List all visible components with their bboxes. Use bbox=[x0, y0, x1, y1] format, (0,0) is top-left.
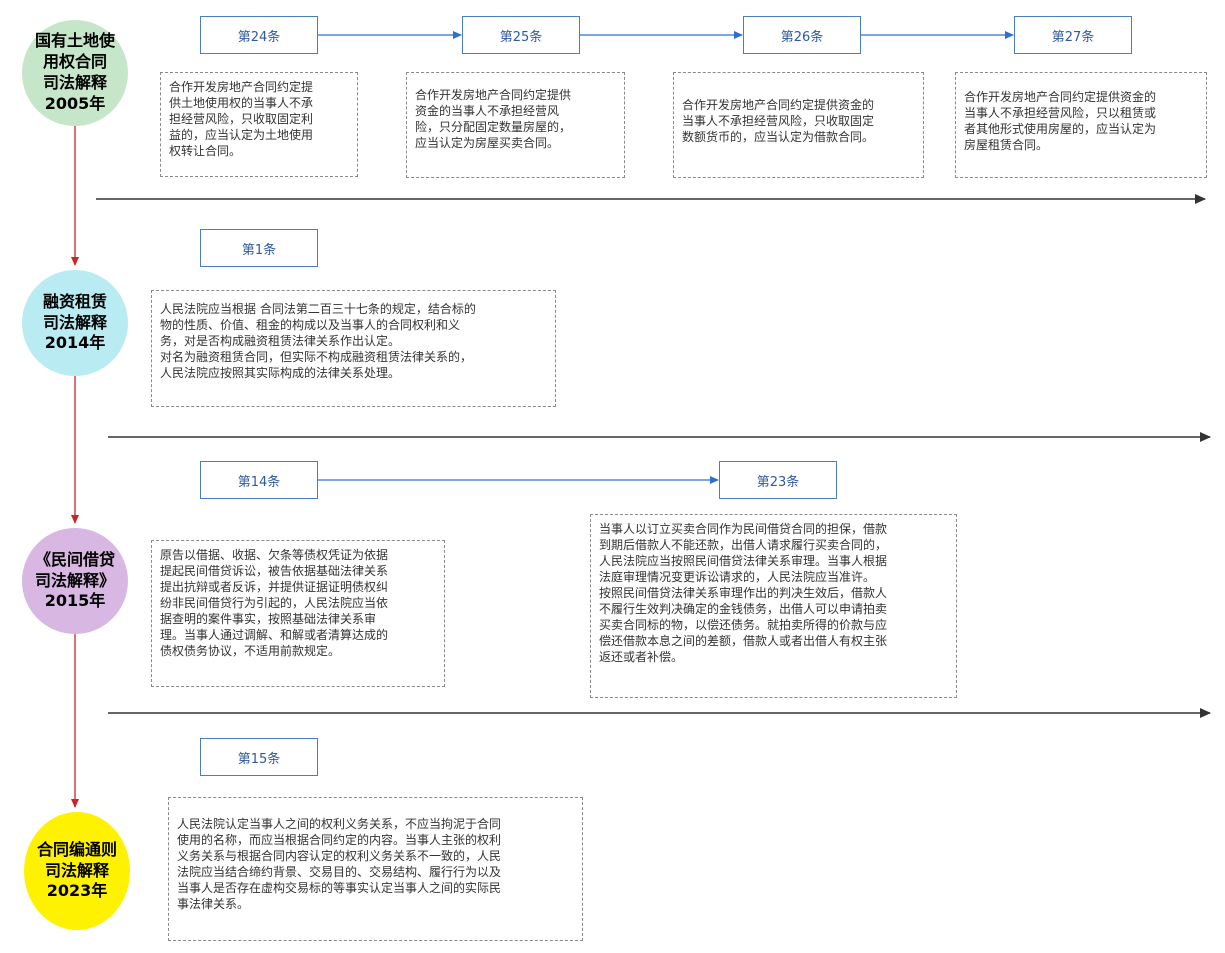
article-box-1: 第1条 bbox=[200, 229, 318, 267]
article-box-25: 第25条 bbox=[462, 16, 580, 54]
article-box-24: 第24条 bbox=[200, 16, 318, 54]
note-article-14: 原告以借据、收据、欠条等债权凭证为依据 提起民间借贷诉讼，被告依据基础法律关系 … bbox=[151, 540, 445, 687]
article-box-27: 第27条 bbox=[1014, 16, 1132, 54]
note-article-24: 合作开发房地产合同约定提 供土地使用权的当事人不承 担经营风险，只收取固定利 益… bbox=[160, 72, 358, 177]
circle-contract-general-2023: 合同编通则 司法解释 2023年 bbox=[24, 812, 130, 930]
article-box-15: 第15条 bbox=[200, 738, 318, 776]
note-article-23: 当事人以订立买卖合同作为民间借贷合同的担保，借款 到期后借款人不能还款，出借人请… bbox=[590, 514, 957, 698]
note-article-1: 人民法院应当根据 合同法第二百三十七条的规定，结合标的 物的性质、价值、租金的构… bbox=[151, 290, 556, 407]
article-box-23: 第23条 bbox=[719, 461, 837, 499]
article-box-14: 第14条 bbox=[200, 461, 318, 499]
article-box-26: 第26条 bbox=[743, 16, 861, 54]
circle-private-lending-2015: 《民间借贷 司法解释》 2015年 bbox=[22, 528, 128, 634]
note-article-26: 合作开发房地产合同约定提供资金的 当事人不承担经营风险，只收取固定 数额货币的，… bbox=[673, 72, 924, 178]
circle-finance-lease-2014: 融资租赁 司法解释 2014年 bbox=[22, 270, 128, 376]
circle-land-use-2005: 国有土地使 用权合同 司法解释 2005年 bbox=[22, 20, 128, 126]
note-article-15: 人民法院认定当事人之间的权利义务关系，不应当拘泥于合同 使用的名称，而应当根据合… bbox=[168, 797, 583, 941]
note-article-25: 合作开发房地产合同约定提供 资金的当事人不承担经营风 险，只分配固定数量房屋的，… bbox=[406, 72, 625, 178]
note-article-27: 合作开发房地产合同约定提供资金的 当事人不承担经营风险，只以租赁或 者其他形式使… bbox=[955, 72, 1207, 178]
